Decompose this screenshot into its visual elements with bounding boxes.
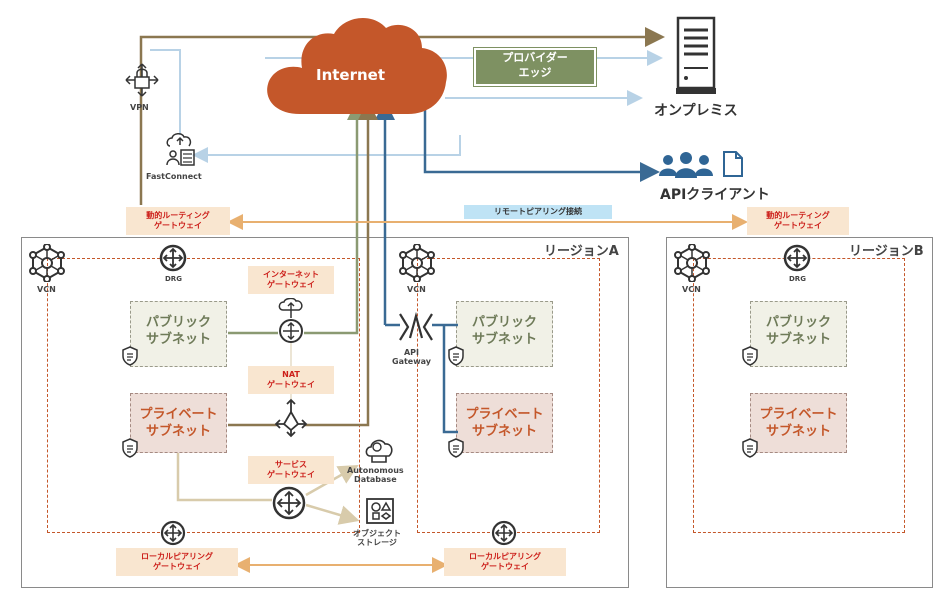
security-list-icon: [448, 438, 464, 458]
public-subnet-a2-label: パブリック サブネット: [471, 315, 537, 347]
local-peering-gateway-a1-tag: ローカルピアリング ゲートウェイ: [116, 548, 238, 576]
on-premises-label: オンプレミス: [654, 103, 738, 119]
provider-edge-label: プロバイダー エッジ: [502, 51, 568, 79]
public-subnet-a1-label: パブリック サブネット: [145, 315, 211, 347]
private-subnet-a2-label: プライベート サブネット: [465, 407, 544, 439]
security-list-icon: [122, 346, 138, 366]
vcn-a1-boundary: [47, 258, 360, 533]
nat-gateway-icon: [274, 398, 308, 438]
region-b-title: リージョンB: [849, 244, 924, 259]
security-list-icon: [122, 438, 138, 458]
region-a-title: リージョンA: [544, 244, 619, 259]
local-peering-gateway-a2-tag: ローカルピアリング ゲートウェイ: [444, 548, 566, 576]
api-client-label: APIクライアント: [660, 187, 770, 203]
drg-a-icon: [159, 244, 187, 272]
api-gateway-label: API Gateway: [392, 348, 431, 366]
vcn-a1-label: VCN: [37, 285, 56, 294]
private-subnet-a1-label: プライベート サブネット: [139, 407, 218, 439]
public-subnet-b-label: パブリック サブネット: [765, 315, 831, 347]
region-b-box: [666, 237, 933, 588]
fastconnect-icon: [166, 133, 195, 166]
drg-tag-region-b: 動的ルーティング ゲートウェイ: [747, 207, 849, 235]
public-subnet-a2: [456, 301, 553, 367]
internet-cloud-icon: [267, 17, 447, 114]
security-list-icon: [742, 438, 758, 458]
vcn-b-icon: [674, 244, 710, 282]
security-list-icon: [448, 346, 464, 366]
public-subnet-b: [750, 301, 847, 367]
nat-gateway-tag: NAT ゲートウェイ: [248, 366, 334, 394]
drg-b-icon: [783, 244, 811, 272]
vcn-b-label: VCN: [682, 285, 701, 294]
autonomous-database-icon: [365, 439, 393, 463]
private-subnet-b: [750, 393, 847, 453]
security-list-icon: [742, 346, 758, 366]
vcn-a1-icon: [29, 244, 65, 282]
vpn-lock-icon: [125, 63, 159, 97]
autonomous-database-label: Autonomous Database: [347, 466, 404, 484]
internet-gateway-icon: [278, 298, 303, 343]
remote-peering-label: リモートピアリング接続: [464, 205, 612, 219]
users-icon: [659, 152, 713, 178]
internet-gateway-tag: インターネット ゲートウェイ: [248, 266, 334, 294]
api-gateway-icon: [399, 312, 433, 341]
private-subnet-a1: [130, 393, 227, 453]
document-icon: [723, 151, 743, 177]
vcn-a2-label: VCN: [407, 285, 426, 294]
server-rack-icon: [676, 16, 716, 94]
local-peering-gateway-a1-icon: [160, 520, 186, 546]
object-storage-icon: [366, 498, 394, 524]
service-gateway-icon: [272, 486, 306, 520]
drg-tag-region-a: 動的ルーティング ゲートウェイ: [126, 207, 230, 235]
public-subnet-a1: [130, 301, 227, 367]
vpn-label: VPN: [130, 103, 149, 112]
provider-edge-box: [473, 47, 597, 87]
private-subnet-b-label: プライベート サブネット: [759, 407, 838, 439]
private-subnet-a2: [456, 393, 553, 453]
fastconnect-label: FastConnect: [146, 172, 202, 181]
region-a-box: [21, 237, 629, 588]
internet-label: Internet: [316, 66, 386, 84]
object-storage-label: オブジェクト ストレージ: [353, 529, 401, 547]
local-peering-gateway-a2-icon: [491, 520, 517, 546]
vcn-a2-icon: [399, 244, 435, 282]
drg-a-label: DRG: [165, 275, 182, 283]
service-gateway-tag: サービス ゲートウェイ: [248, 456, 334, 484]
drg-b-label: DRG: [789, 275, 806, 283]
